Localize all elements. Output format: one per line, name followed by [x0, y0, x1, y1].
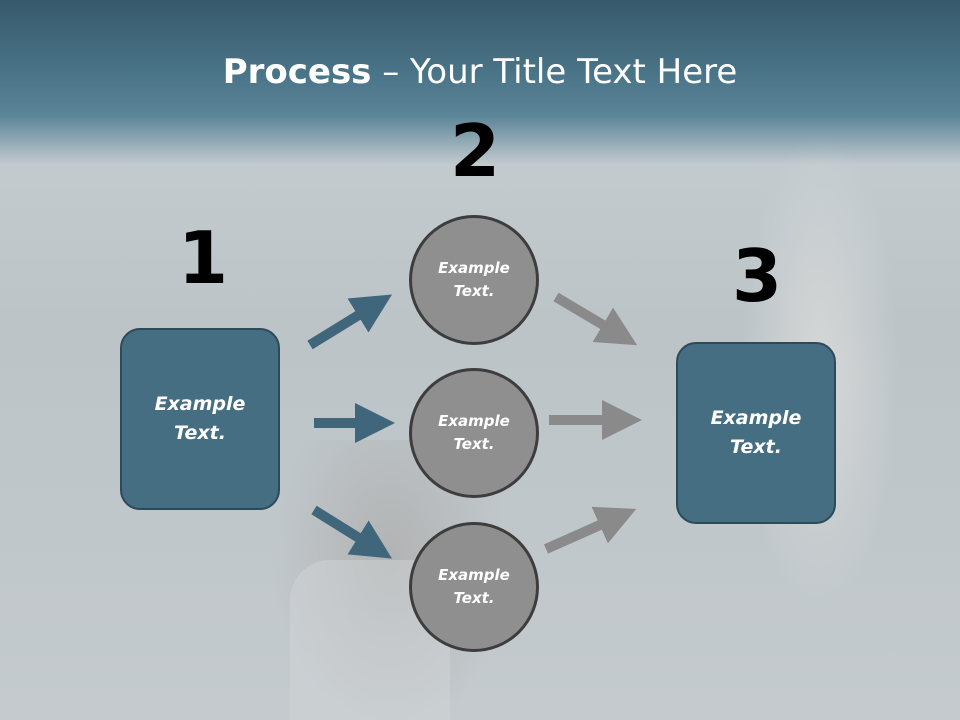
- title-bold: Process: [222, 52, 372, 92]
- step-number-1: 1: [178, 216, 229, 300]
- step-number-3: 3: [732, 234, 783, 318]
- circle-middle-text: Example Text.: [438, 412, 510, 453]
- circle-middle: Example Text.: [409, 368, 539, 498]
- arrow-top-circle-to-3: [553, 292, 638, 346]
- step-number-2: 2: [450, 109, 501, 193]
- step-3-box: Example Text.: [676, 342, 836, 524]
- step-1-text: Example Text.: [154, 393, 246, 444]
- slide-title: Process – Your Title Text Here: [0, 52, 960, 92]
- step-3-text: Example Text.: [710, 407, 802, 458]
- arrow-1-to-bottom-circle: [311, 505, 392, 559]
- arrow-bottom-circle-to-3: [543, 506, 637, 554]
- circle-bottom: Example Text.: [409, 522, 539, 652]
- circle-top-text: Example Text.: [438, 259, 510, 300]
- title-rest: – Your Title Text Here: [371, 52, 738, 92]
- circle-bottom-text: Example Text.: [438, 566, 510, 607]
- arrow-1-to-top-circle: [307, 294, 393, 350]
- circle-top: Example Text.: [409, 215, 539, 345]
- step-1-box: Example Text.: [120, 328, 280, 510]
